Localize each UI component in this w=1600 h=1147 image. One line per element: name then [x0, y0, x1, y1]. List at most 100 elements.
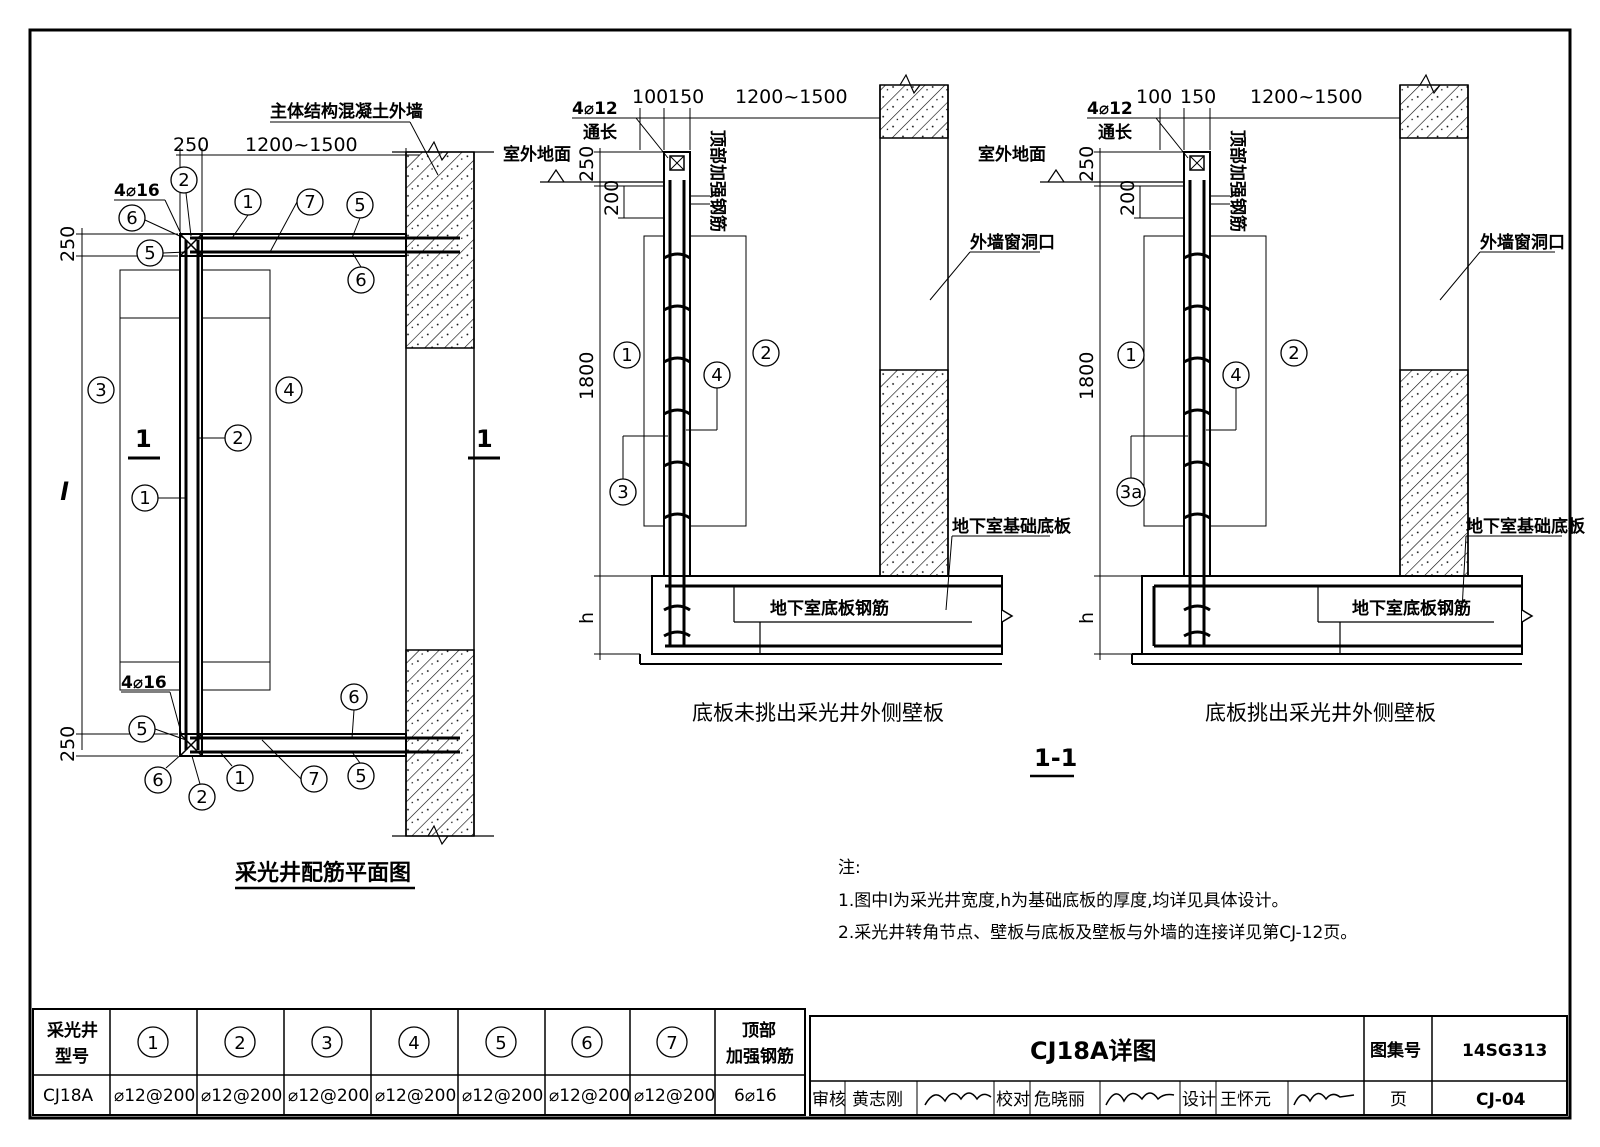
- table-value-1: ⌀12@200: [114, 1086, 195, 1106]
- plan-wall-top: [405, 151, 475, 349]
- svg-text:2: 2: [178, 170, 189, 191]
- check-label: 校对: [996, 1090, 1030, 1110]
- svg-text:3: 3: [95, 380, 106, 401]
- sheet-border: [28, 28, 1572, 1120]
- section-b-wall-bottom: [1399, 369, 1469, 577]
- svg-text:5: 5: [355, 766, 366, 787]
- section-title: 1-1: [1034, 744, 1077, 772]
- svg-text:2: 2: [760, 343, 771, 364]
- section-b-well-wall: [1183, 151, 1211, 577]
- table-value-3: ⌀12@200: [288, 1086, 369, 1106]
- section-a-dim-1800: 1800: [576, 352, 598, 400]
- svg-text:6: 6: [152, 770, 163, 791]
- svg-text:7: 7: [304, 192, 315, 213]
- section-a-dim-width: 1200~1500: [735, 86, 848, 108]
- section-b-ground: 室外地面: [978, 144, 1046, 165]
- section-a-caption: 底板未挑出采光井外侧壁板: [692, 701, 944, 725]
- svg-text:6: 6: [581, 1033, 592, 1054]
- section-b-bar-note: 通长: [1098, 122, 1133, 143]
- table-col-5: 5: [485, 1026, 517, 1058]
- marker-2-bot: 2: [188, 783, 216, 811]
- svg-text:2: 2: [232, 428, 243, 449]
- marker-7-bot: 7: [300, 765, 328, 793]
- atlas-label: 图集号: [1370, 1040, 1421, 1061]
- section-b-window: 外墙窗洞口: [1480, 232, 1565, 253]
- review-label: 审核: [812, 1090, 846, 1110]
- section-a-slab-rebar: 地下室底板钢筋: [770, 598, 889, 619]
- plan-dim-250-left-top: 250: [57, 226, 79, 262]
- table-header-top-1: 顶部: [742, 1020, 776, 1041]
- plan-dim-250-left-bot: 250: [57, 726, 79, 762]
- svg-text:1: 1: [242, 192, 253, 213]
- table-value-6: ⌀12@200: [549, 1086, 630, 1106]
- section-b-marker-4: 4: [1222, 361, 1250, 389]
- plan-section-mark-right: 1: [476, 425, 493, 453]
- section-a-marker-4: 4: [703, 361, 731, 389]
- table-col-7: 7: [656, 1026, 688, 1058]
- section-a-top-rebar: 顶部加强钢筋: [707, 130, 728, 232]
- section-b-slab: 地下室基础底板: [1466, 516, 1586, 537]
- table-value-7: ⌀12@200: [634, 1086, 715, 1106]
- svg-text:6: 6: [348, 687, 359, 708]
- svg-text:6: 6: [355, 270, 366, 291]
- svg-text:1: 1: [1125, 345, 1136, 366]
- section-a-ground: 室外地面: [503, 144, 571, 165]
- svg-text:7: 7: [666, 1033, 677, 1054]
- notes-line-1: 1.图中l为采光井宽度,h为基础底板的厚度,均详见具体设计。: [838, 891, 1289, 911]
- section-b-dim-200: 200: [1117, 180, 1139, 216]
- table-row-type: CJ18A: [43, 1086, 94, 1106]
- section-b-marker-3a: 3a: [1116, 477, 1146, 507]
- svg-text:4: 4: [1230, 365, 1241, 386]
- designer-name: 王怀元: [1220, 1090, 1271, 1110]
- svg-text:5: 5: [136, 719, 147, 740]
- checker-name: 危晓丽: [1034, 1090, 1085, 1110]
- table-col-4: 4: [398, 1026, 430, 1058]
- section-b-dim-1800: 1800: [1076, 352, 1098, 400]
- plan-window-outline-right: [201, 269, 271, 691]
- section-b-dim-h: h: [1076, 612, 1098, 624]
- section-a: 外墙窗洞口 地下室底板钢筋 地下室基础底板 室外地面: [503, 73, 1072, 725]
- section-a-dim-h: h: [576, 612, 598, 624]
- svg-text:4: 4: [283, 380, 294, 401]
- svg-text:3a: 3a: [1120, 482, 1142, 503]
- plan-dim-l: l: [60, 478, 69, 506]
- svg-text:5: 5: [495, 1033, 506, 1054]
- reviewer-name: 黄志刚: [852, 1090, 903, 1110]
- section-b-marker-1: 1: [1117, 341, 1145, 369]
- plan-section-mark-left: 1: [135, 425, 152, 453]
- marker-7-top: 7: [296, 188, 324, 216]
- plan-bar-bot: 4⌀16: [121, 673, 167, 693]
- svg-text:1: 1: [139, 488, 150, 509]
- reviewer-signature: [924, 1092, 992, 1106]
- table-col-6: 6: [571, 1026, 603, 1058]
- section-b-bar: 4⌀12: [1087, 99, 1133, 119]
- svg-text:1: 1: [147, 1033, 158, 1054]
- svg-text:2: 2: [234, 1033, 245, 1054]
- drawing-title: CJ18A详图: [1030, 1037, 1157, 1065]
- notes-heading: 注:: [838, 858, 861, 878]
- section-a-bar-note: 通长: [583, 122, 618, 143]
- svg-text:1: 1: [234, 768, 245, 789]
- section-b-top-rebar: 顶部加强钢筋: [1227, 130, 1248, 232]
- page-label: 页: [1390, 1090, 1407, 1110]
- plan-dim-250-top: 250: [173, 134, 209, 156]
- marker-4: 4: [275, 376, 303, 404]
- section-a-marker-1: 1: [613, 341, 641, 369]
- svg-text:4: 4: [408, 1033, 419, 1054]
- table-header-type-2: 型号: [55, 1046, 89, 1067]
- marker-5-top-right: 5: [346, 191, 374, 219]
- svg-text:2: 2: [196, 787, 207, 808]
- plan-window-outline-left: [119, 269, 181, 691]
- section-a-dim-150: 150: [668, 86, 704, 108]
- marker-1-mid: 1: [131, 484, 159, 512]
- section-a-marker-2: 2: [752, 339, 780, 367]
- marker-6-top-right: 6: [347, 266, 375, 294]
- marker-2-mid: 2: [224, 424, 252, 452]
- plan-dim-width: 1200~1500: [245, 134, 358, 156]
- section-b-marker-2: 2: [1280, 339, 1308, 367]
- table-value-5: ⌀12@200: [462, 1086, 543, 1106]
- svg-text:5: 5: [144, 243, 155, 264]
- rebar-table: 采光井 型号 顶部 加强钢筋 1 2 3 4 5 6 7 CJ18A ⌀12@2…: [32, 1008, 806, 1116]
- section-a-window: 外墙窗洞口: [970, 232, 1055, 253]
